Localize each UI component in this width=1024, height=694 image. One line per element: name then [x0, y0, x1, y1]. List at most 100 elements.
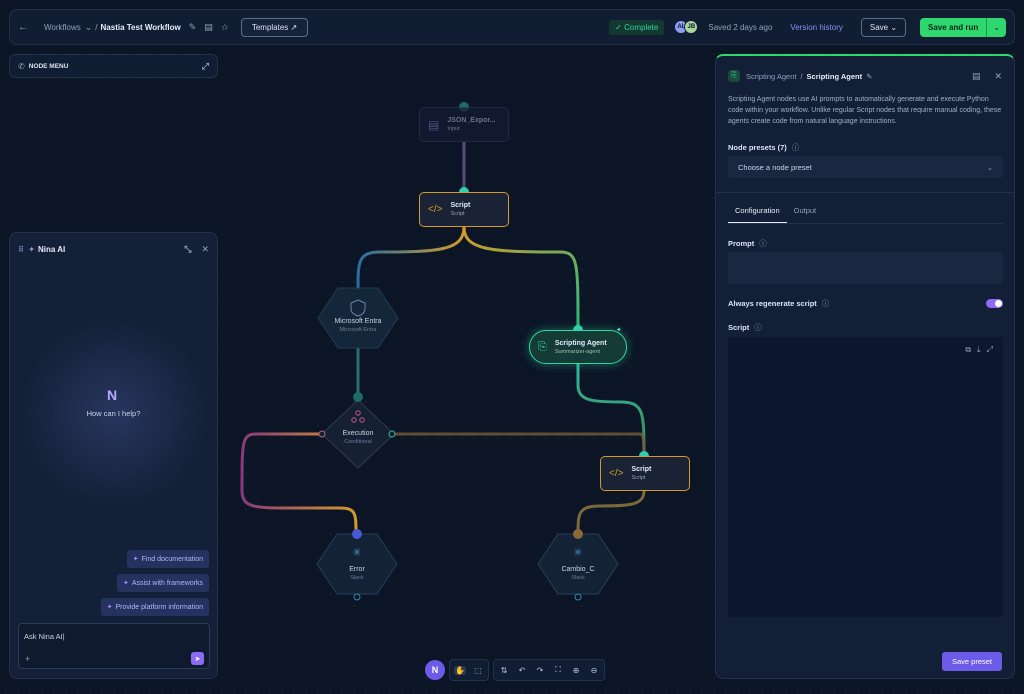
suggestion-platform-information[interactable]: ✦Provide platform information: [100, 598, 209, 616]
zoom-in-icon[interactable]: ⊕: [572, 665, 580, 675]
save-label: Save: [869, 22, 889, 32]
info-icon[interactable]: ⓘ: [754, 323, 762, 332]
check-icon: ✓: [615, 22, 622, 32]
fullscreen-icon[interactable]: ⤢: [986, 345, 993, 354]
download-icon[interactable]: ⤓: [977, 345, 981, 354]
node-handle[interactable]: [573, 529, 583, 539]
version-history-link[interactable]: Version history: [790, 22, 843, 32]
document-icon: ▤: [428, 117, 440, 132]
node-subtitle: Microsoft Entra: [339, 327, 377, 333]
nina-help-text: How can I help?: [86, 409, 141, 418]
prompt-input[interactable]: [728, 252, 1003, 284]
node-handle[interactable]: [353, 593, 361, 601]
suggestion-find-documentation[interactable]: ✦Find documentation: [126, 550, 209, 568]
node-subtitle: Summarizer-agent: [554, 348, 601, 355]
expand-icon[interactable]: ⤢: [201, 60, 209, 71]
save-button[interactable]: Save ⌄: [860, 17, 907, 37]
nina-chat-input[interactable]: Ask Nina AI| + ➤: [18, 623, 210, 669]
regenerate-label: Always regenerate script: [728, 299, 817, 308]
send-icon[interactable]: ➤: [191, 652, 204, 665]
script-editor[interactable]: ⧉ ⤓ ⤢: [728, 337, 1003, 617]
collapse-icon[interactable]: ⤡: [184, 244, 192, 254]
tab-configuration[interactable]: Configuration: [728, 206, 787, 223]
hand-tool-icon[interactable]: ✋: [454, 665, 466, 675]
node-handle[interactable]: [318, 430, 326, 438]
redo-icon[interactable]: ↷: [536, 665, 544, 675]
close-icon[interactable]: ✕: [201, 244, 209, 254]
node-handle[interactable]: [353, 392, 363, 402]
avatar-group[interactable]: AL JB: [674, 20, 699, 34]
node-subtitle: Script: [450, 211, 465, 217]
status-text: Complete: [624, 22, 659, 32]
saved-timestamp: Saved 2 days ago: [708, 22, 773, 32]
regenerate-toggle[interactable]: [986, 299, 1003, 308]
info-icon[interactable]: ⓘ: [759, 239, 767, 248]
back-arrow-icon[interactable]: ←: [18, 21, 28, 33]
status-badge: ✓ Complete: [609, 19, 665, 35]
node-preset-select[interactable]: Choose a node preset ⌄: [728, 156, 1003, 178]
execution-node-shape[interactable]: [321, 399, 395, 469]
regenerate-row: Always regenerate script ⓘ: [728, 298, 1003, 309]
node-subtitle: Slack: [350, 575, 364, 581]
pencil-icon[interactable]: ✎: [188, 21, 197, 32]
cambio-node-shape[interactable]: [537, 533, 619, 595]
script-file-icon: ⎘: [728, 70, 740, 82]
nina-launcher-icon[interactable]: N: [425, 660, 445, 680]
chevron-down-icon[interactable]: ⌄: [84, 21, 93, 32]
info-icon[interactable]: ⓘ: [791, 143, 800, 152]
comment-icon[interactable]: ▤: [204, 21, 213, 32]
suggestion-label: Find documentation: [141, 556, 203, 563]
templates-button[interactable]: Templates ↗: [240, 17, 309, 37]
node-handle[interactable]: [388, 430, 396, 438]
shield-icon: [350, 299, 366, 317]
sparkle-icon: ✦: [28, 245, 35, 254]
undo-icon[interactable]: ↶: [518, 665, 526, 675]
comment-icon[interactable]: ▤: [971, 70, 981, 81]
tab-output[interactable]: Output: [793, 206, 817, 215]
edge-script-cambio: [576, 490, 646, 535]
sort-icon[interactable]: ⇅: [500, 665, 508, 675]
node-title: Script: [450, 202, 471, 209]
panel-description: Scripting Agent nodes use AI prompts to …: [728, 96, 1002, 125]
ms-entra-node-shape[interactable]: [317, 287, 399, 349]
copy-icon[interactable]: ⧉: [965, 345, 972, 354]
node-handle[interactable]: [574, 593, 582, 601]
node-handle[interactable]: [352, 529, 362, 539]
error-node-label: Error Slack: [317, 566, 397, 581]
save-and-run-button[interactable]: Save and run: [920, 17, 987, 37]
pointer-tool-icon[interactable]: ⬚: [474, 665, 482, 675]
phone-icon: ✆: [18, 61, 25, 71]
panel-breadcrumb-type: Scripting Agent: [746, 71, 797, 81]
slack-icon: ✳: [352, 546, 361, 559]
drag-handle-icon[interactable]: ⠿: [18, 245, 25, 254]
info-icon[interactable]: ⓘ: [821, 299, 830, 308]
suggestion-label: Provide platform information: [115, 604, 203, 611]
error-node-shape[interactable]: [316, 533, 398, 595]
node-menu[interactable]: ✆ NODE MENU ⤢: [9, 54, 218, 78]
star-icon[interactable]: ☆: [220, 21, 229, 32]
edge-script-agent: [462, 226, 580, 331]
save-preset-button[interactable]: Save preset: [941, 652, 1002, 671]
save-and-run-dropdown-icon[interactable]: ⌄: [986, 17, 1006, 37]
tool-group-view: ⇅ ↶ ↷ ⛶ ⊕ ⊖: [493, 659, 605, 681]
pencil-icon[interactable]: ✎: [866, 71, 873, 81]
plus-icon[interactable]: +: [25, 654, 31, 664]
node-title: Error: [349, 566, 365, 573]
canvas-toolbar: N ✋ ⬚ ⇅ ↶ ↷ ⛶ ⊕ ⊖: [425, 659, 605, 681]
suggestion-assist-frameworks[interactable]: ✦Assist with frameworks: [116, 574, 209, 592]
node-subtitle: Script: [631, 475, 646, 481]
code-icon: </>: [428, 204, 443, 215]
json-export-node[interactable]: ▤ JSON_Expor...Input: [419, 107, 509, 142]
fit-view-icon[interactable]: ⛶: [555, 665, 561, 674]
breadcrumb-separator: /: [95, 22, 98, 32]
nina-ai-panel: ⠿ ✦ Nina AI ⤡ ✕ N How can I help? ✦Find …: [9, 232, 218, 679]
node-title: Script: [631, 466, 652, 473]
close-icon[interactable]: ✕: [994, 70, 1002, 81]
cambio-node-label: Cambio_C Slack: [538, 566, 618, 581]
breadcrumb-workflows[interactable]: Workflows: [44, 22, 81, 32]
zoom-out-icon[interactable]: ⊖: [590, 665, 598, 675]
